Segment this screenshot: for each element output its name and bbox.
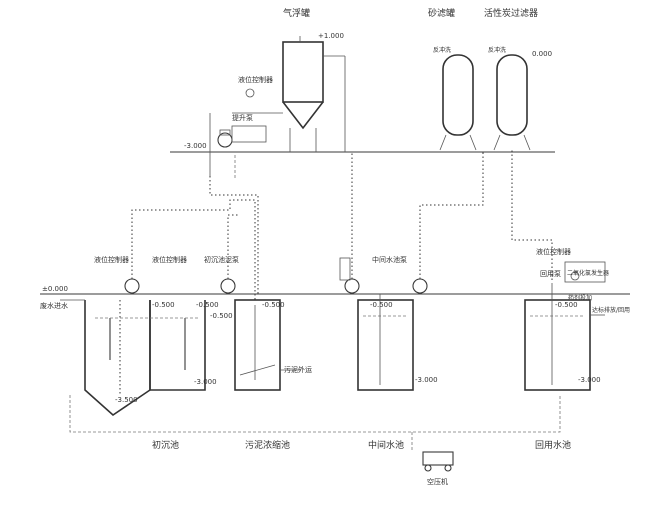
- elev-e3: -0.500: [262, 301, 285, 309]
- platform-pump-station: [209, 88, 283, 176]
- elev-e2: -0.500: [196, 301, 219, 309]
- label-carbon-filter: 活性炭过滤器: [484, 7, 538, 19]
- label-air-float-tank: 气浮罐: [283, 7, 310, 19]
- elev-platform: -3.000: [184, 142, 207, 150]
- label-primary-settling-tank: 初沉池: [152, 439, 179, 451]
- primary-settling-tank: [84, 300, 206, 417]
- elev-e6: -0.500: [210, 312, 233, 320]
- label-level-ctrl-top: 液位控制器: [238, 75, 273, 84]
- intermediate-tank: [357, 294, 414, 391]
- elev-b3: -3.000: [415, 376, 438, 384]
- label-filter-tag-1: 反冲洗: [433, 46, 451, 54]
- elev-b4: -3.000: [578, 376, 601, 384]
- label-intermediate-tank: 中间水池: [368, 439, 404, 451]
- elev-top: +1.000: [318, 32, 344, 40]
- air-compressor: [422, 451, 454, 472]
- pipelines: [60, 150, 605, 452]
- label-level-ctrl-3: 液位控制器: [536, 247, 571, 256]
- carbon-filter-vessel: [493, 54, 531, 151]
- elev-b2: -3.500: [115, 396, 138, 404]
- ground-pumps: [124, 257, 580, 294]
- label-reuse-pump: 回用泵: [540, 270, 561, 278]
- elev-e1: -0.500: [152, 301, 175, 309]
- elev-e5: -0.500: [555, 301, 578, 309]
- label-air-compressor: 空压机: [427, 477, 448, 486]
- air-float-tank: [282, 36, 346, 152]
- sand-filter-vessel: [439, 54, 477, 151]
- elev-b1: -3.000: [194, 378, 217, 386]
- label-reuse-out: 达标排放/回用: [592, 306, 630, 314]
- sludge-thickening-tank: [234, 299, 281, 391]
- label-inflow: 废水进水: [40, 301, 68, 310]
- reuse-tank: [524, 283, 591, 391]
- dosing-box: [564, 261, 606, 283]
- elev-e4: -0.500: [370, 301, 393, 309]
- label-sludge-thickening-tank: 污泥浓缩池: [245, 439, 290, 451]
- label-filter-tag-2: 反冲洗: [488, 46, 506, 54]
- label-lift-pump: 提升泵: [232, 113, 253, 122]
- label-reuse-tank: 回用水池: [535, 439, 571, 451]
- label-level-ctrl-1: 液位控制器: [94, 255, 129, 264]
- label-sludge-out: 污泥外运: [284, 365, 312, 374]
- label-dosing-note: 药剂投加: [568, 294, 592, 302]
- label-dosing: 二氧化氯发生器: [567, 269, 609, 277]
- label-sand-filter: 砂滤罐: [428, 7, 455, 19]
- label-level-ctrl-2: 液位控制器: [152, 255, 187, 264]
- elev-ground: ±0.000: [42, 285, 68, 293]
- elev-right-top: 0.000: [532, 50, 552, 58]
- label-sludge-pump-1: 初沉池泥泵: [204, 255, 239, 264]
- label-sludge-pump-2: 中间水池泵: [372, 255, 407, 264]
